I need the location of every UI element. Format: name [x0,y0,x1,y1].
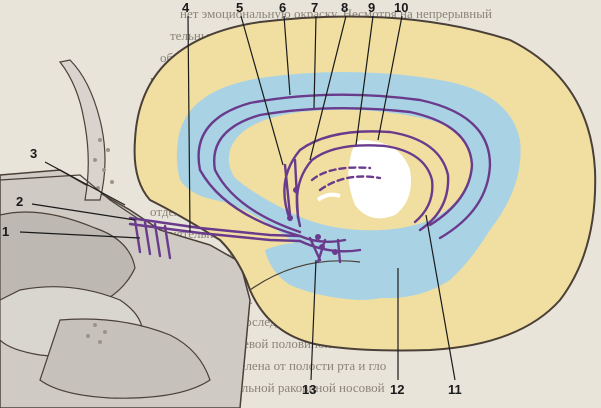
label-1: 1 [2,224,9,239]
label-11: 11 [448,382,462,397]
label-8: 8 [341,0,348,15]
label-13: 13 [302,382,316,397]
label-9: 9 [368,0,375,15]
leader-lines [19,15,456,381]
background-text-line: нет эмоциональную окраску. Несмотря на н… [180,6,492,21]
bone-texture-dots [86,138,114,344]
label-5: 5 [236,0,243,15]
figure-labels: 1 2 3 4 5 6 7 8 9 10 11 12 13 [2,0,462,397]
nerve-nuclei [287,187,338,255]
label-2: 2 [16,194,23,209]
nasal-cavity [0,59,251,408]
label-7: 7 [311,0,318,15]
hippocampal-space [348,140,411,219]
white-highlight [316,192,341,202]
nasal-concha-middle [39,318,211,399]
label-4: 4 [182,0,190,15]
label-3: 3 [30,146,37,161]
label-10: 10 [394,0,408,15]
label-12: 12 [390,382,404,397]
olfactory-pathways [128,93,492,264]
ethmoid-bone [58,59,106,201]
label-6: 6 [279,0,286,15]
